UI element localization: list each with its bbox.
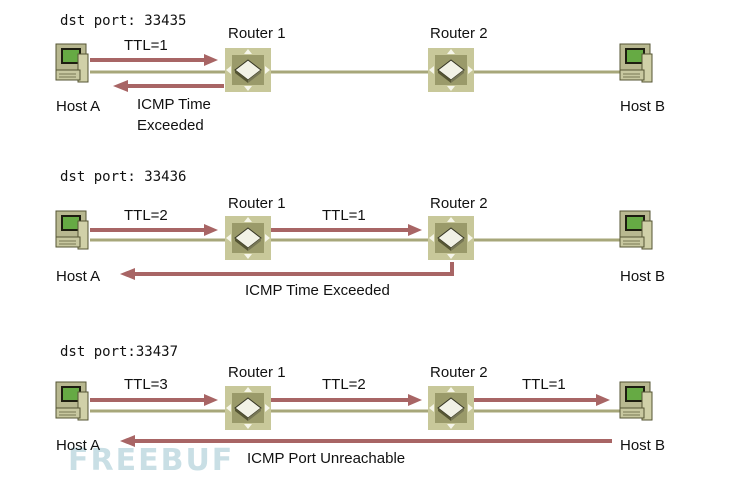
ttl-label: TTL=1: [322, 207, 366, 224]
scenario-2: dst port: 33436 Router 1 Router 2 TTL=2 …: [55, 169, 665, 299]
arrow-head: [113, 80, 128, 92]
host-a-computer-icon: [55, 43, 89, 83]
arrow-head: [408, 394, 422, 406]
scenario-1: dst port: 33435 Router 1 Router 2 TTL=1 …: [55, 13, 665, 134]
arrow-head: [204, 394, 218, 406]
host-b-label: Host B: [620, 268, 665, 285]
watermark-logo: FREEBUF: [68, 443, 234, 478]
icmp-reply-label: ICMP Port Unreachable: [247, 450, 405, 467]
router-2-label: Router 2: [430, 364, 488, 381]
router-2-icon: [427, 385, 475, 431]
host-a-label: Host A: [56, 268, 100, 285]
router-1-label: Router 1: [228, 364, 286, 381]
arrow-head: [120, 268, 135, 280]
arrow-head: [120, 435, 135, 447]
ttl-label: TTL=1: [522, 376, 566, 393]
router-1-label: Router 1: [228, 195, 286, 212]
host-b-computer-icon: [619, 43, 653, 83]
arrow-head: [408, 224, 422, 236]
dst-port-label: dst port: 33435: [60, 13, 186, 29]
scenario-3: dst port:33437 Router 1 Router 2 TTL=3 T…: [55, 344, 665, 478]
host-b-computer-icon: [619, 381, 653, 421]
icmp-reply-label: ICMP Time Exceeded: [245, 282, 390, 299]
reply-arrow: [134, 262, 454, 276]
router-2-icon: [427, 47, 475, 93]
host-b-label: Host B: [620, 98, 665, 115]
host-b-label: Host B: [620, 437, 665, 454]
ttl-label: TTL=2: [124, 207, 168, 224]
host-a-computer-icon: [55, 210, 89, 250]
router-2-icon: [427, 215, 475, 261]
dst-port-label: dst port:33437: [60, 344, 178, 360]
dst-port-label: dst port: 33436: [60, 169, 186, 185]
router-2-label: Router 2: [430, 25, 488, 42]
arrow-head: [204, 224, 218, 236]
arrow-head: [204, 54, 218, 66]
ttl-label: TTL=2: [322, 376, 366, 393]
router-1-icon: [224, 47, 272, 93]
ttl-label: TTL=3: [124, 376, 168, 393]
router-1-label: Router 1: [228, 25, 286, 42]
host-a-computer-icon: [55, 381, 89, 421]
host-b-computer-icon: [619, 210, 653, 250]
arrow-head: [596, 394, 610, 406]
host-a-label: Host A: [56, 98, 100, 115]
router-2-label: Router 2: [430, 195, 488, 212]
router-1-icon: [224, 385, 272, 431]
ttl-label: TTL=1: [124, 37, 168, 54]
router-1-icon: [224, 215, 272, 261]
host-a-label: Host A: [56, 437, 100, 454]
